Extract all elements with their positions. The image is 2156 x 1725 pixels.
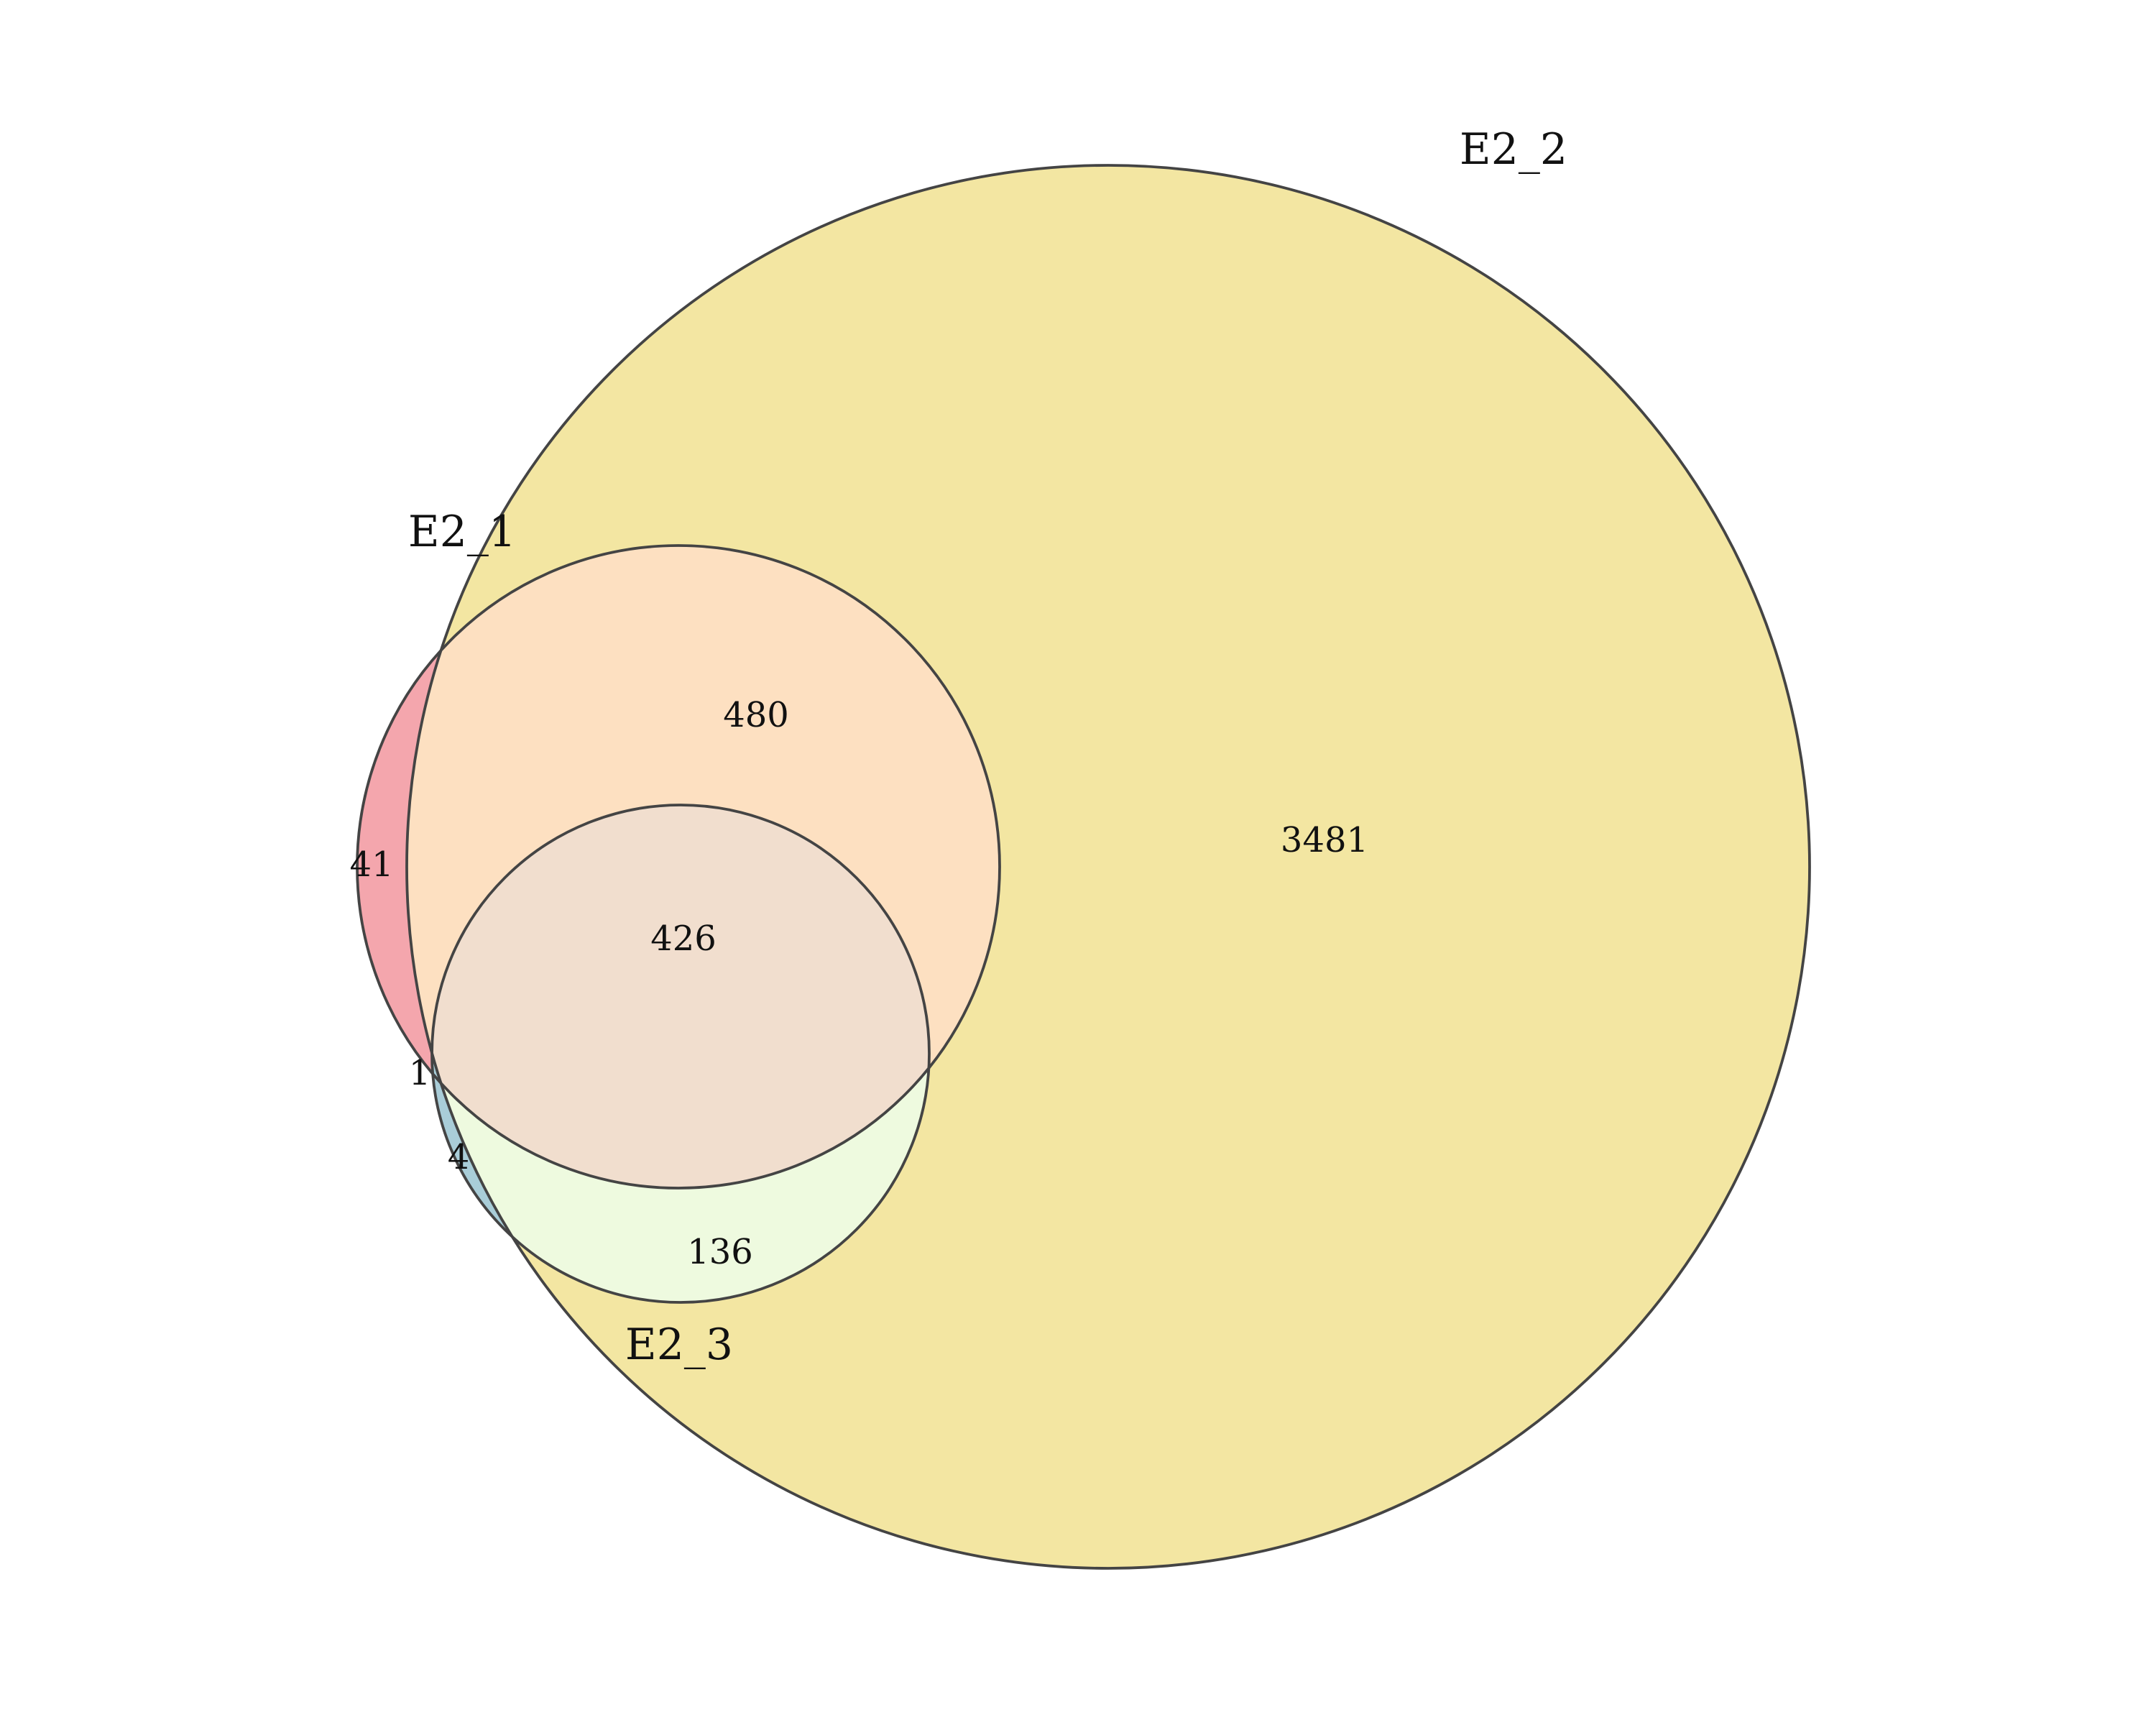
set-e2-3-outline bbox=[430, 804, 931, 1304]
region-all-three-fill bbox=[432, 805, 929, 1188]
region-count-e2-1-e2-3: 1 bbox=[409, 1053, 431, 1093]
set-e2-1-outline bbox=[356, 544, 1001, 1190]
region-count-e2-2-only: 3481 bbox=[1281, 820, 1368, 860]
set-label-e2-3: E2_3 bbox=[625, 1320, 733, 1370]
region-count-e2-3-only: 4 bbox=[448, 1137, 470, 1177]
set-e2-2-outline bbox=[405, 164, 1811, 1570]
region-count-e2-1-e2-2: 480 bbox=[723, 695, 789, 735]
region-count-e2-1-only: 41 bbox=[349, 845, 393, 885]
region-count-all-three: 426 bbox=[650, 919, 717, 959]
set-label-e2-2: E2_2 bbox=[1460, 124, 1567, 175]
set-label-e2-1: E2_1 bbox=[408, 507, 516, 557]
region-count-e2-2-e2-3: 136 bbox=[687, 1232, 753, 1272]
